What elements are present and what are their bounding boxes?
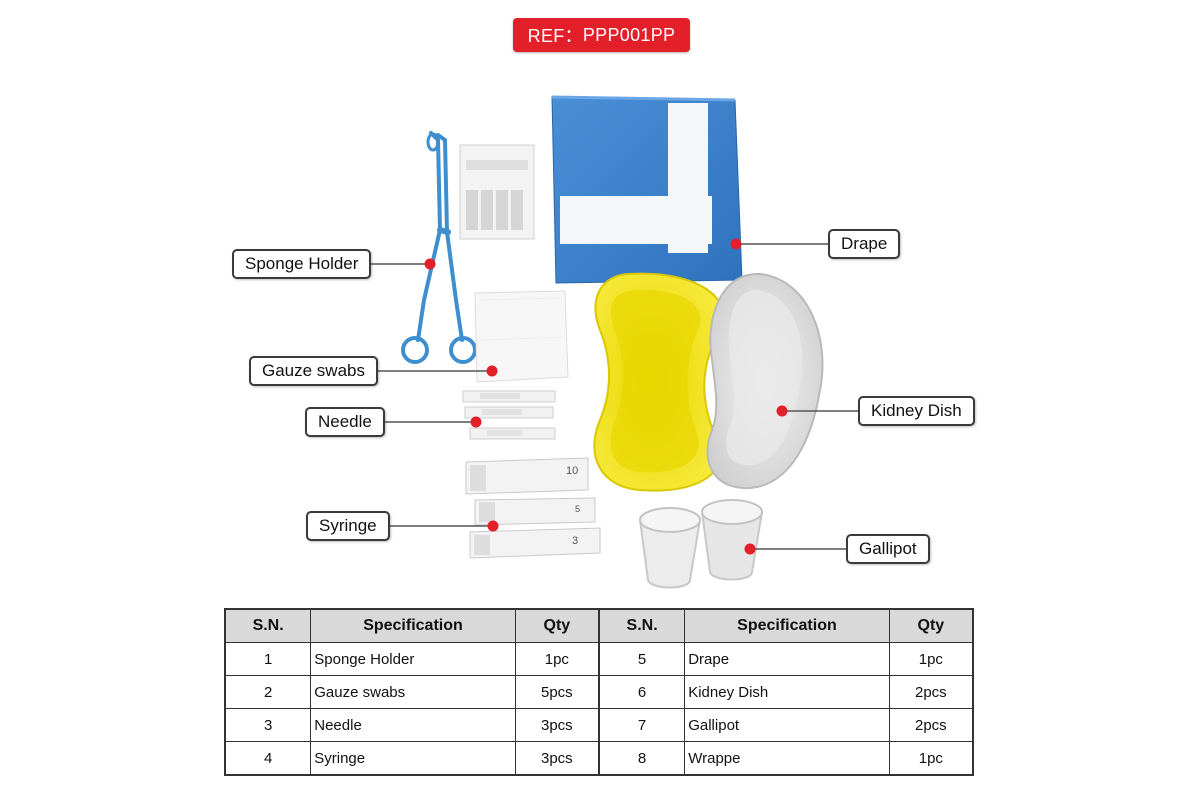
callout-syringe: Syringe [306,511,390,541]
ref-code: PPP001PP [582,24,676,45]
ref-label: REF： [527,26,583,46]
needle-graphic [462,390,556,440]
callout-drape: Drape [828,229,901,259]
dot-kidney-dish [776,405,788,417]
cell-qty: 5pcs [514,675,600,709]
dot-syringe [487,520,499,532]
cell-specification: Gauze swabs [310,675,516,709]
cell-specification: Kidney Dish [684,675,890,709]
cell-qty: 3pcs [514,708,600,742]
pointer-dots [424,238,788,555]
cell-qty: 2pcs [888,675,974,709]
cell-sn: 8 [597,741,686,776]
table-row: 2 Gauze swabs 5pcs 6 Kidney Dish 2pcs [224,675,974,709]
syringe-mark-5: 5 [575,504,580,514]
cell-specification: Sponge Holder [310,642,516,676]
syringe-graphic: 10 5 3 [465,457,601,559]
cell-qty: 2pcs [888,708,974,742]
cell-specification: Wrappe [684,741,890,776]
cell-sn: 3 [224,708,312,742]
gauze-graphic [474,290,569,383]
dot-sponge-holder [424,258,436,270]
pointer-lines [367,243,860,550]
header-qty: Qty [514,608,600,643]
cell-specification: Syringe [310,741,516,776]
callout-needle: Needle [305,407,385,437]
cell-qty: 3pcs [514,741,600,776]
header-sn: S.N. [597,608,686,643]
callout-kidney-dish: Kidney Dish [858,396,975,426]
cell-qty: 1pc [514,642,600,676]
syringe-mark-10: 10 [566,465,578,477]
kidney-dish-clear-graphic [706,272,824,490]
table-row: 3 Needle 3pcs 7 Gallipot 2pcs [224,708,974,742]
cell-sn: 6 [597,675,686,709]
header-specification: Specification [310,608,516,643]
callout-gallipot: Gallipot [846,534,930,564]
cell-sn: 2 [224,675,312,709]
callout-sponge-holder: Sponge Holder [232,249,372,279]
syringe-mark-3: 3 [572,535,578,547]
dot-needle [470,416,482,428]
table-row: 1 Sponge Holder 1pc 5 Drape 1pc [224,642,974,676]
leaflet-graphic [459,144,535,240]
table-row: 4 Syringe 3pcs 8 Wrappe 1pc [224,741,974,776]
cell-specification: Gallipot [684,708,890,742]
cell-specification: Needle [310,708,516,742]
dot-drape [730,238,742,250]
header-sn: S.N. [224,608,312,643]
cell-specification: Drape [684,642,890,676]
dot-gallipot [744,543,756,555]
cell-qty: 1pc [888,642,974,676]
gallipot-graphic [638,499,764,589]
specification-table: S.N. Specification Qty S.N. Specificatio… [224,608,974,776]
product-illustration: 10 5 3 [367,95,860,589]
callout-gauze-swabs: Gauze swabs [249,356,378,386]
table-header-row: S.N. Specification Qty S.N. Specificatio… [224,608,974,643]
cell-sn: 7 [597,708,686,742]
drape-graphic [551,95,743,284]
ref-badge: REF：PPP001PP [513,18,690,52]
sponge-holder-graphic [401,131,477,364]
header-specification: Specification [684,608,890,643]
kidney-dish-yellow-graphic [593,272,725,492]
cell-sn: 1 [224,642,312,676]
cell-sn: 4 [224,741,312,776]
cell-sn: 5 [597,642,686,676]
cell-qty: 1pc [888,741,974,776]
header-qty: Qty [888,608,974,643]
dot-gauze-swabs [486,365,498,377]
